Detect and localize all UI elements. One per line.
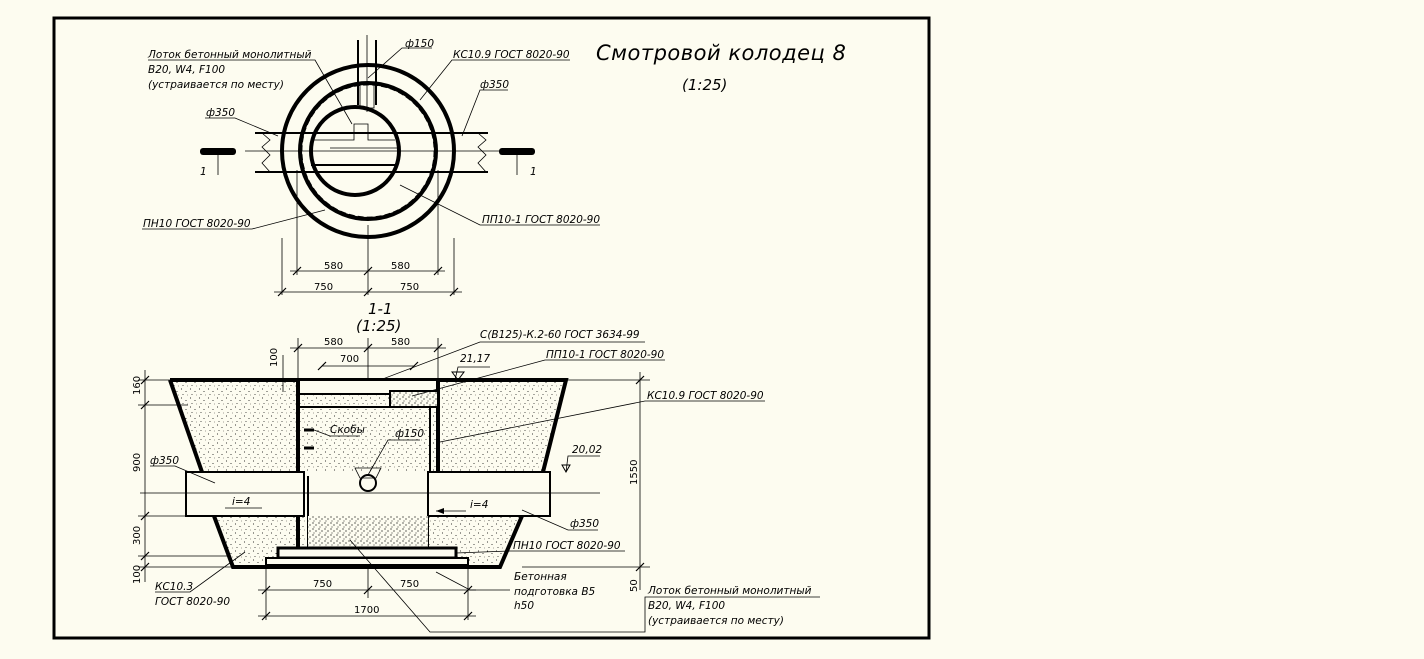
svg-text:100: 100 [269, 348, 280, 367]
plan-base-label: ПН10 ГОСТ 8020-90 [143, 218, 251, 230]
svg-text:750: 750 [400, 579, 419, 590]
section-pipe-small-label: ф150 [395, 428, 424, 440]
section-scale: (1:25) [356, 317, 401, 335]
plan-tray-label-1: Лоток бетонный монолитный [147, 49, 312, 61]
svg-text:100: 100 [132, 565, 143, 584]
svg-text:1: 1 [200, 166, 207, 178]
section-base-label: ПН10 ГОСТ 8020-90 [513, 540, 621, 552]
svg-text:900: 900 [132, 453, 143, 472]
slope-left: i=4 [232, 496, 250, 508]
section-title: 1-1 [368, 300, 393, 318]
steps-label: Скобы [330, 424, 365, 436]
svg-text:580: 580 [324, 337, 343, 348]
svg-text:160: 160 [132, 376, 143, 395]
ring-bottom-label-1: КС10.3 [155, 581, 193, 593]
svg-text:700: 700 [340, 354, 359, 365]
prep-label-3: h50 [514, 600, 534, 612]
svg-text:750: 750 [400, 282, 419, 293]
section-mark-right [499, 148, 535, 155]
plan-pipe-left-label: ф350 [206, 107, 235, 119]
svg-text:300: 300 [132, 526, 143, 545]
ring-bottom-label-2: ГОСТ 8020-90 [155, 596, 230, 608]
section-ring-label: КС10.9 ГОСТ 8020-90 [647, 390, 764, 402]
plan-scale: (1:25) [682, 76, 727, 94]
section-mark-left [200, 148, 236, 155]
section-tray-label-1: Лоток бетонный монолитный [647, 585, 812, 597]
hatch-label: С(В125)-К.2-60 ГОСТ 3634-99 [480, 329, 640, 341]
plan-pipe-top-label: ф150 [405, 38, 434, 50]
drawing-frame [52, 16, 931, 640]
prep-label-1: Бетонная [514, 571, 567, 583]
plan-pipe-right-label: ф350 [480, 79, 509, 91]
slope-right: i=4 [470, 499, 488, 511]
svg-text:1: 1 [530, 166, 537, 178]
plan-cover-label: ПП10-1 ГОСТ 8020-90 [482, 214, 600, 226]
svg-text:750: 750 [314, 282, 333, 293]
svg-text:1550: 1550 [629, 460, 640, 485]
section-pipe-right-label: ф350 [570, 518, 599, 530]
section-tray-label-3: (устраивается по месту) [648, 615, 784, 627]
plan-tray-label-2: B20, W4, F100 [148, 64, 225, 76]
level-top: 21,17 [460, 353, 490, 365]
svg-text:750: 750 [313, 579, 332, 590]
svg-text:580: 580 [391, 337, 410, 348]
plan-view: 1 1 Лоток бетонный монолитный B20, W4, F… [142, 35, 600, 297]
section-cover-label: ПП10-1 ГОСТ 8020-90 [546, 349, 664, 361]
section-pipe-left-label: ф350 [150, 455, 179, 467]
svg-text:580: 580 [324, 261, 343, 272]
drawing-title: Смотровой колодец 8 [596, 41, 846, 65]
level-mid: 20,02 [572, 444, 602, 456]
plan-tray-label-3: (устраивается по месту) [148, 79, 284, 91]
svg-text:50: 50 [629, 579, 640, 592]
section-view: 1-1 (1:25) i=4 i=4 [132, 300, 820, 633]
svg-text:580: 580 [391, 261, 410, 272]
svg-text:1700: 1700 [354, 605, 379, 616]
section-tray-label-2: B20, W4, F100 [648, 600, 725, 612]
prep-label-2: подготовка В5 [514, 586, 596, 598]
plan-ring-label: КС10.9 ГОСТ 8020-90 [453, 49, 570, 61]
